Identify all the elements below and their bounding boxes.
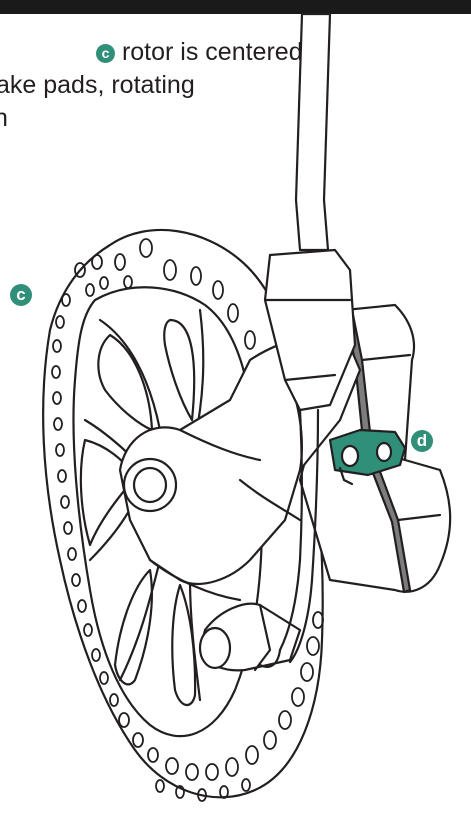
callout-c: c	[10, 284, 32, 306]
callout-d: d	[411, 430, 433, 452]
